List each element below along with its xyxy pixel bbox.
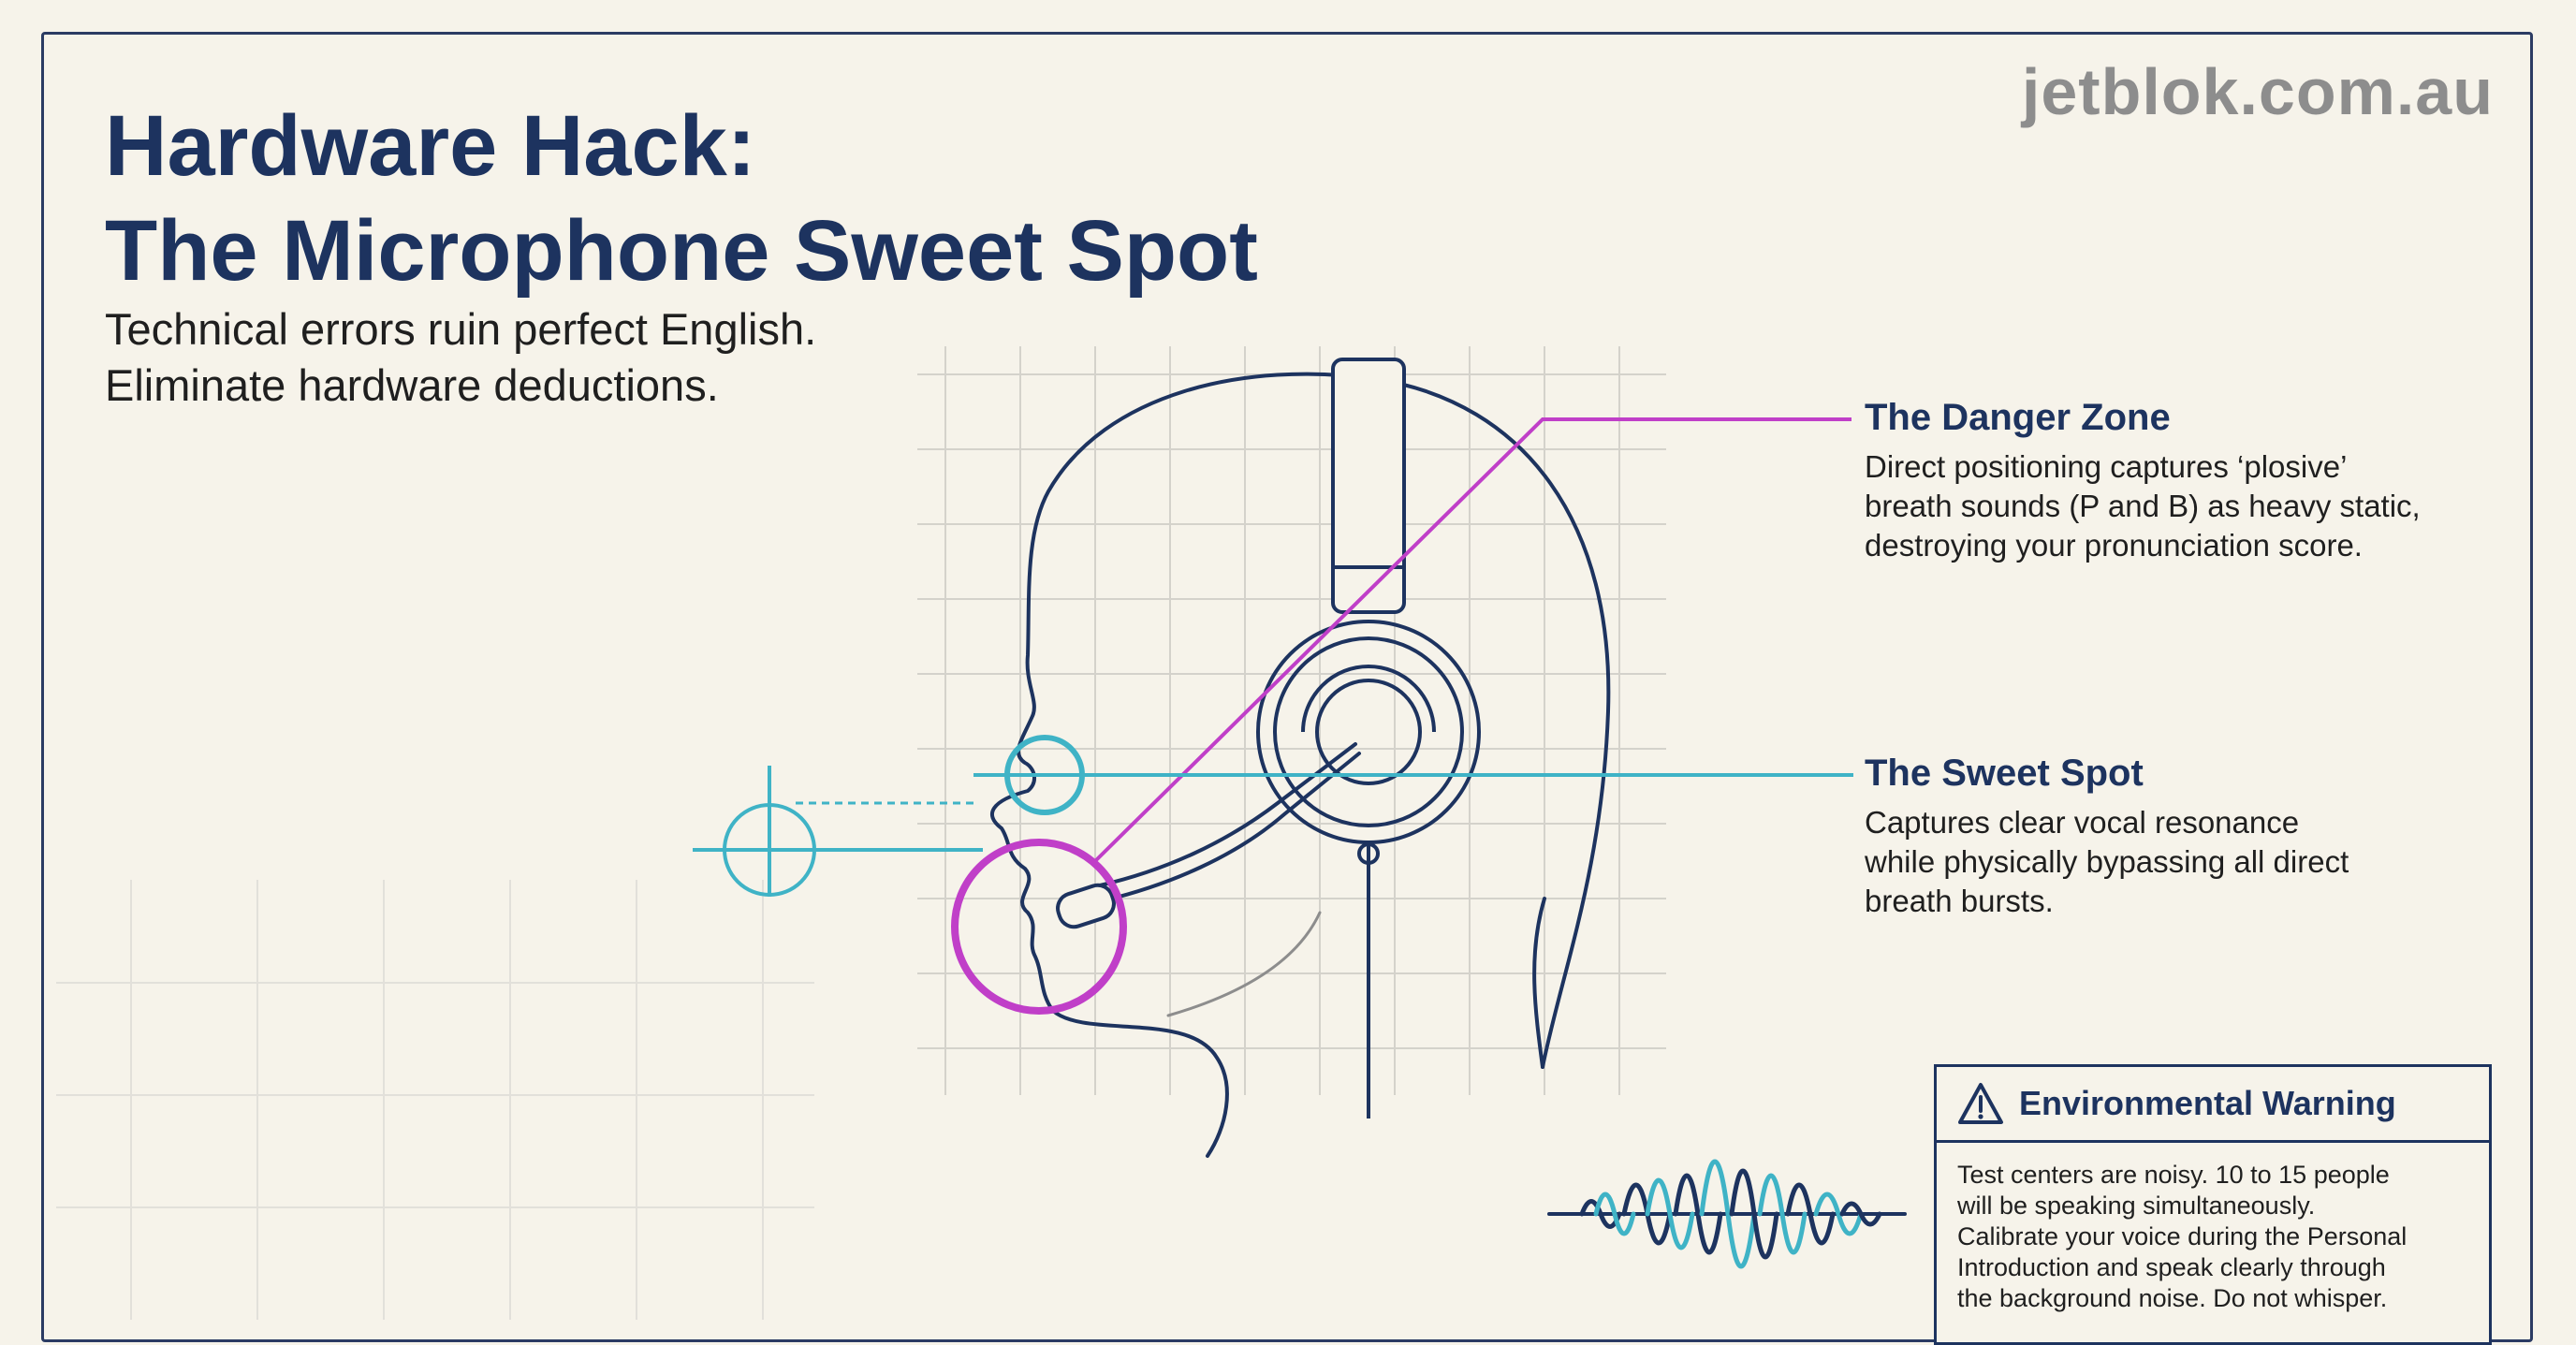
head-outline — [990, 372, 1611, 1158]
faint-grid-bottom-left — [56, 880, 814, 1320]
warning-line-4: Introduction and speak clearly through — [1957, 1253, 2386, 1281]
danger-zone-heading: The Danger Zone — [1865, 397, 2171, 438]
title-line-2: The Microphone Sweet Spot — [105, 203, 1258, 299]
warning-heading: Environmental Warning — [2019, 1084, 2396, 1122]
sweet-spot-line-2: while physically bypassing all direct — [1865, 844, 2349, 879]
subtitle-line-1: Technical errors ruin perfect English. — [105, 304, 817, 354]
warning-line-5: the background noise. Do not whisper. — [1957, 1284, 2388, 1312]
sweet-spot-heading: The Sweet Spot — [1865, 753, 2144, 794]
danger-zone-description: Direct positioning captures ‘plosive’ br… — [1865, 447, 2421, 565]
sweet-spot-line-1: Captures clear vocal resonance — [1865, 805, 2300, 840]
headband — [1331, 358, 1406, 614]
warning-line-1: Test centers are noisy. 10 to 15 people — [1957, 1161, 2390, 1189]
subtitle-line-2: Eliminate hardware deductions. — [105, 360, 719, 410]
sweet-spot-description: Captures clear vocal resonance while phy… — [1865, 803, 2349, 921]
page-title: Hardware Hack: The Microphone Sweet Spot — [105, 94, 1258, 303]
danger-zone-line-2: breath sounds (P and B) as heavy static, — [1865, 489, 2421, 523]
mic-boom — [1103, 752, 1361, 902]
title-line-1: Hardware Hack: — [105, 98, 756, 194]
neck-line — [1532, 897, 1546, 1069]
subtitle: Technical errors ruin perfect English. E… — [105, 301, 816, 414]
warning-body: Test centers are noisy. 10 to 15 people … — [1937, 1143, 2489, 1331]
danger-zone-line-1: Direct positioning captures ‘plosive’ — [1865, 449, 2348, 484]
crosshair-target — [693, 766, 983, 897]
jaw-line — [1166, 911, 1322, 1017]
watermark: jetblok.com.au — [2021, 55, 2494, 128]
danger-zone-leader — [1093, 417, 1852, 863]
danger-zone-circle — [951, 839, 1127, 1015]
warning-line-3: Calibrate your voice during the Personal — [1957, 1222, 2408, 1250]
warning-triangle-icon — [1958, 1083, 2003, 1124]
mic-capsule — [1056, 883, 1116, 929]
warning-header: Environmental Warning — [1937, 1067, 2489, 1143]
sweet-spot-line-3: breath bursts. — [1865, 884, 2054, 918]
warning-line-2: will be speaking simultaneously. — [1957, 1191, 2316, 1220]
danger-zone-line-3: destroying your pronunciation score. — [1865, 528, 2363, 563]
sound-wave-icon — [1547, 1159, 1907, 1269]
environmental-warning-box: Environmental Warning Test centers are n… — [1934, 1064, 2492, 1345]
